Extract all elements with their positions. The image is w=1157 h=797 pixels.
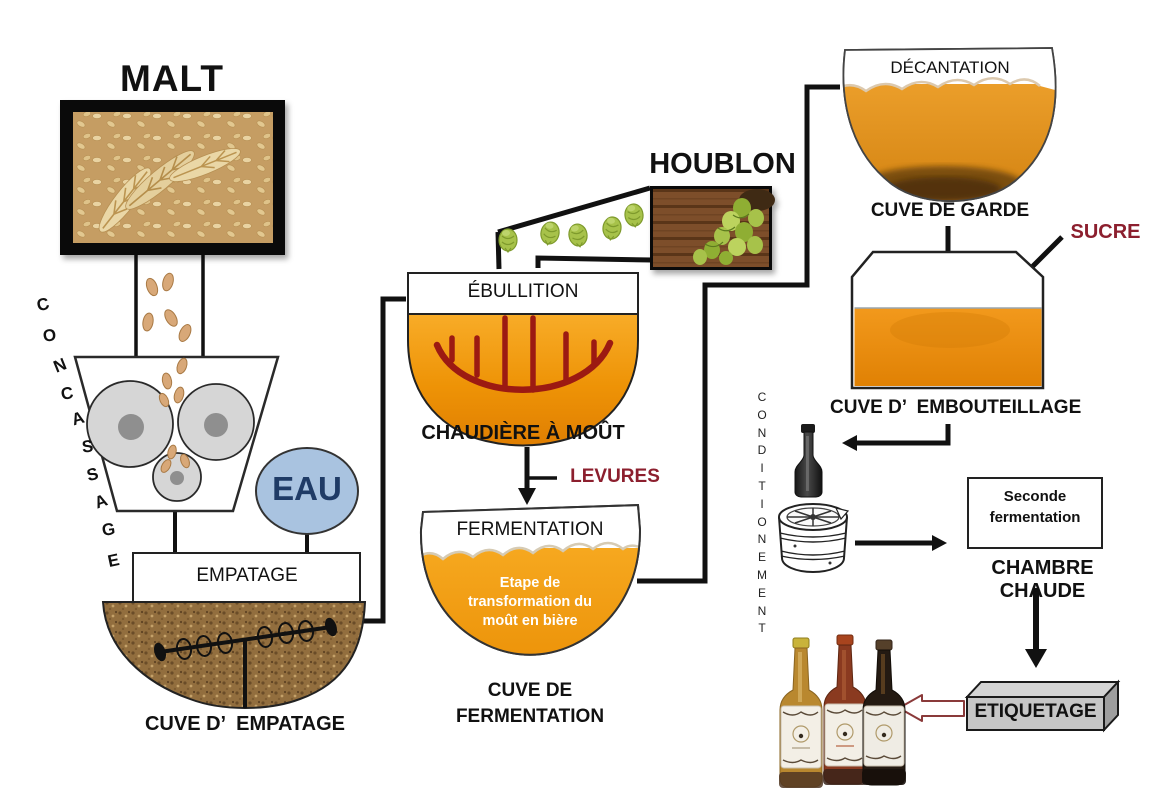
labeling-hollow-arrow <box>898 694 965 722</box>
sucre-label: SUCRE <box>1070 221 1141 243</box>
arrowhead-right-chambre <box>932 535 947 551</box>
chambre-chaude-caption: CHAMBRE CHAUDE <box>991 557 1094 602</box>
grain-mill-icon <box>73 355 280 513</box>
mash-tun-label: EMPATAGE <box>196 565 298 586</box>
bottling-tank-icon <box>850 250 1045 390</box>
fermentation-tank-icon <box>419 503 642 656</box>
ferment-to-garde-line <box>637 84 840 584</box>
mash-tun-icon <box>101 552 367 709</box>
keg-icon <box>778 503 850 574</box>
kettle-caption: CHAUDIÈRE À MOÛT <box>421 422 625 444</box>
hop-chute-bottom-line <box>535 255 653 268</box>
mash-tun-caption: CUVE D’ EMPATAGE <box>144 713 346 735</box>
levures-label: LEVURES <box>570 466 660 487</box>
hop-chute-top-line <box>497 185 651 235</box>
hop-chute-left-line <box>495 231 502 270</box>
kettle-label-box <box>407 272 639 315</box>
malt-title: MALT <box>120 58 224 99</box>
mash-rake <box>153 617 338 708</box>
falling-grains <box>142 272 192 473</box>
settling-tank-label: DÉCANTATION <box>890 58 1010 77</box>
mash-tun-label-box <box>132 552 361 603</box>
fermentation-caption: CUVE DE FERMENTATION <box>455 680 605 727</box>
beer-bottles-photo <box>779 634 906 788</box>
seconde-fermentation-box <box>967 477 1103 549</box>
beer-bottle-icon <box>794 424 823 498</box>
bottling-caption: CUVE D’ EMBOUTEILLAGE <box>830 397 1082 418</box>
eau-label: EAU <box>272 470 342 507</box>
kettle-label: ÉBULLITION <box>467 281 579 302</box>
houblon-title: HOUBLON <box>649 148 796 180</box>
seconde-fermentation-label: Seconde fermentation <box>989 488 1081 526</box>
boil-kettle-icon <box>407 272 639 447</box>
arrowhead-left-bottle <box>842 435 857 451</box>
arrowhead-down-levures <box>518 488 536 505</box>
bottling-to-bottle-arrow-line <box>852 424 951 446</box>
etiquetage-label: ETIQUETAGE <box>974 701 1097 722</box>
sucre-line <box>1029 235 1064 270</box>
eau-bubble <box>255 447 359 535</box>
mash-to-kettle-line <box>363 296 406 624</box>
fermentation-tank-label: FERMENTATION <box>456 519 604 540</box>
heating-coil-icon <box>433 315 614 393</box>
settling-tank-icon <box>842 47 1057 202</box>
malt-photo <box>60 100 285 255</box>
arrowhead-down-etiquetage <box>1025 649 1047 668</box>
garde-caption: CUVE DE GARDE <box>870 200 1030 221</box>
hop-cones-photo <box>650 186 775 270</box>
labeling-3d-box <box>964 679 1121 733</box>
fermentation-note: Etape de transformation du moût en bière <box>467 575 593 629</box>
flow-lines <box>134 84 1064 652</box>
flow-arrowheads <box>518 435 1047 668</box>
